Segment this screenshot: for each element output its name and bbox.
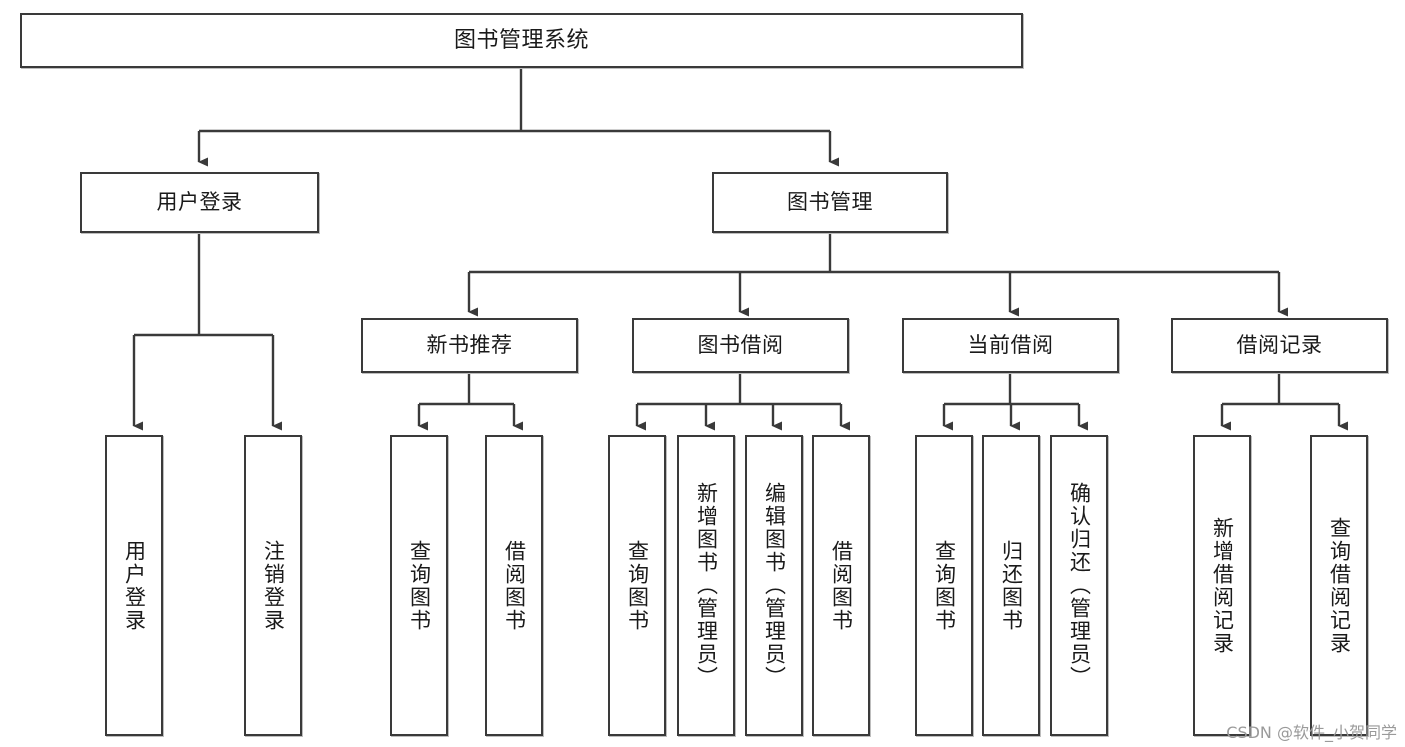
node-new-book-rec-label: 新书推荐 [426, 333, 513, 358]
node-leaf-return-book[interactable]: 归还图书 [982, 435, 1040, 736]
node-root[interactable]: 图书管理系统 [20, 13, 1023, 68]
node-leaf-query-book-3-label: 查询图书 [932, 539, 957, 632]
node-leaf-query-book-2-label: 查询图书 [625, 539, 650, 632]
node-leaf-query-record[interactable]: 查询借阅记录 [1310, 435, 1368, 736]
node-leaf-borrow-book-2[interactable]: 借阅图书 [812, 435, 870, 736]
node-leaf-add-book[interactable]: 新增图书（管理员） [677, 435, 735, 736]
node-book-manage[interactable]: 图书管理 [712, 172, 948, 233]
node-current-borrow-label: 当前借阅 [967, 333, 1054, 358]
node-leaf-confirm-return-label: 确认归还（管理员） [1067, 482, 1092, 689]
node-user-login-label: 用户登录 [156, 190, 243, 215]
node-leaf-edit-book[interactable]: 编辑图书（管理员） [745, 435, 803, 736]
node-leaf-user-login-label: 用户登录 [122, 539, 147, 632]
node-leaf-add-record[interactable]: 新增借阅记录 [1193, 435, 1251, 736]
node-user-login[interactable]: 用户登录 [80, 172, 319, 233]
node-leaf-add-book-label: 新增图书（管理员） [694, 482, 719, 689]
node-book-manage-label: 图书管理 [787, 190, 873, 215]
node-leaf-edit-book-label: 编辑图书（管理员） [762, 482, 787, 689]
node-leaf-query-record-label: 查询借阅记录 [1327, 516, 1352, 655]
node-leaf-logout-label: 注销登录 [261, 539, 286, 632]
node-leaf-add-record-label: 新增借阅记录 [1210, 516, 1235, 655]
node-leaf-query-book-1-label: 查询图书 [407, 539, 432, 632]
node-leaf-return-book-label: 归还图书 [999, 539, 1024, 632]
node-book-borrow-label: 图书借阅 [697, 333, 784, 358]
node-current-borrow[interactable]: 当前借阅 [902, 318, 1119, 373]
node-leaf-borrow-book-1-label: 借阅图书 [502, 539, 527, 632]
node-borrow-record-label: 借阅记录 [1236, 333, 1323, 358]
node-leaf-confirm-return[interactable]: 确认归还（管理员） [1050, 435, 1108, 736]
node-leaf-query-book-1[interactable]: 查询图书 [390, 435, 448, 736]
node-leaf-user-login[interactable]: 用户登录 [105, 435, 163, 736]
node-leaf-borrow-book-2-label: 借阅图书 [829, 539, 854, 632]
node-leaf-borrow-book-1[interactable]: 借阅图书 [485, 435, 543, 736]
watermark-text: CSDN @软件_小贺同学 [1226, 723, 1397, 742]
node-book-borrow[interactable]: 图书借阅 [632, 318, 849, 373]
node-leaf-query-book-3[interactable]: 查询图书 [915, 435, 973, 736]
node-borrow-record[interactable]: 借阅记录 [1171, 318, 1388, 373]
node-leaf-logout[interactable]: 注销登录 [244, 435, 302, 736]
node-root-label: 图书管理系统 [453, 27, 589, 53]
node-leaf-query-book-2[interactable]: 查询图书 [608, 435, 666, 736]
node-new-book-rec[interactable]: 新书推荐 [361, 318, 578, 373]
